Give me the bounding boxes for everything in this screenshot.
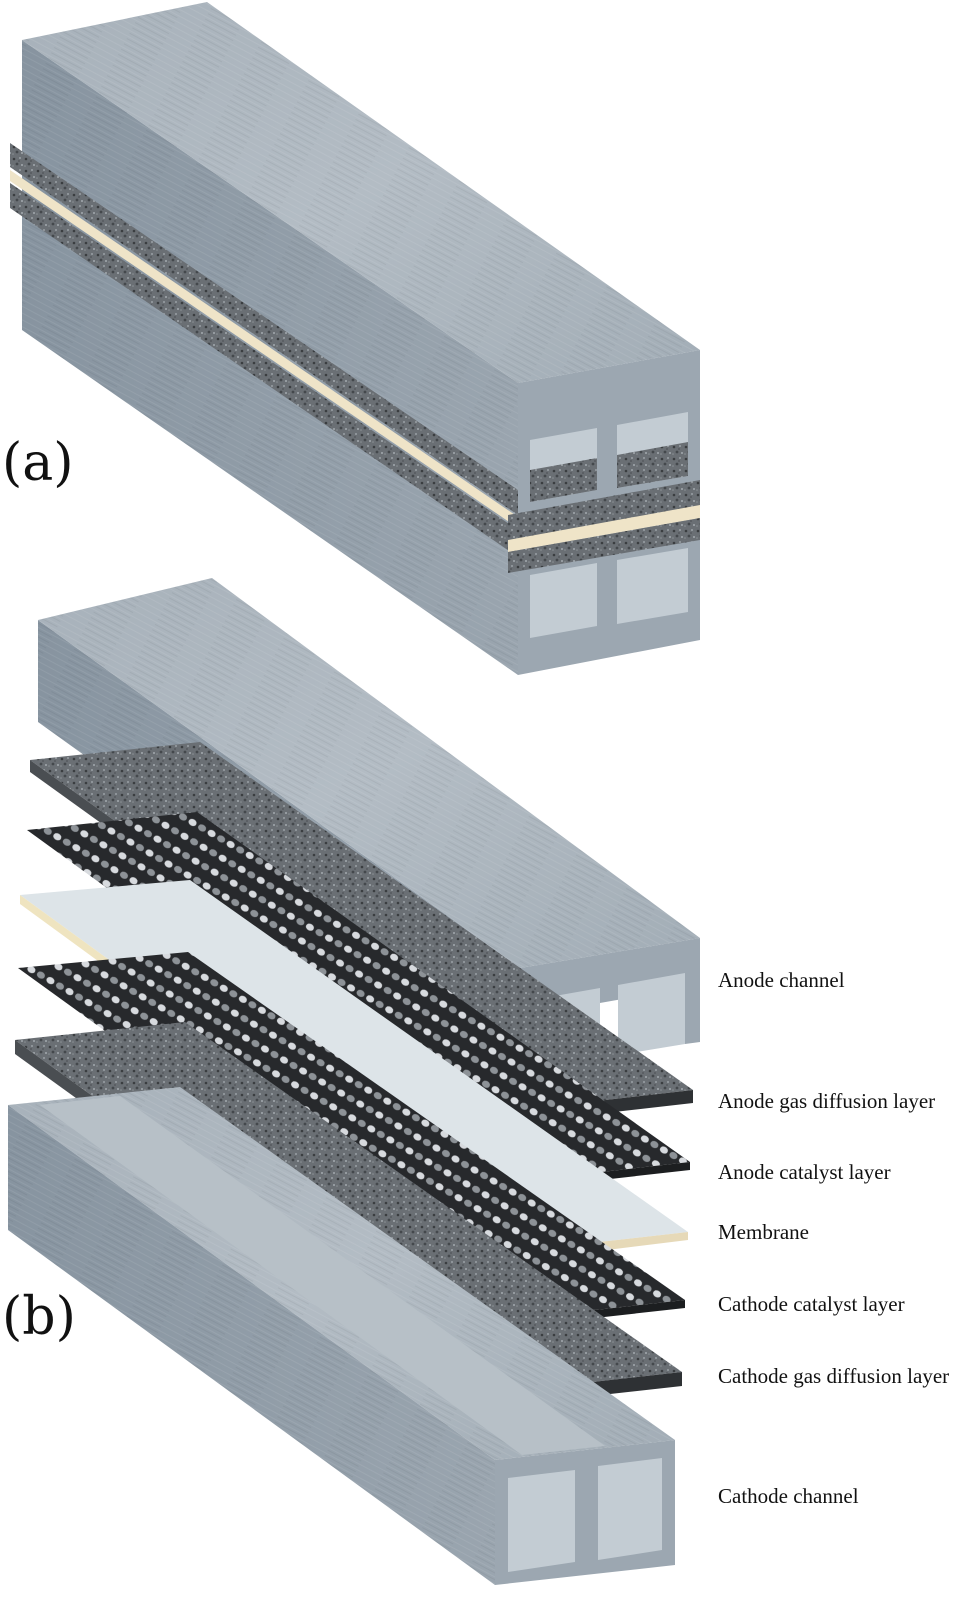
cathode-channel-part (8, 1087, 675, 1585)
label-membrane: Membrane (718, 1220, 809, 1244)
assembled-lower-channel-right (617, 548, 688, 624)
assembled-lower-channel-left (530, 563, 597, 638)
assembled-gdl-upper-stripe (10, 143, 518, 515)
panel-label-b: (b) (2, 1287, 76, 1347)
assembled-cell (10, 2, 700, 675)
panel-label-a: (a) (2, 433, 74, 493)
label-cathode-channel: Cathode channel (718, 1484, 859, 1508)
label-cathode-cl: Cathode catalyst layer (718, 1292, 905, 1316)
label-anode-gdl: Anode gas diffusion layer (718, 1089, 935, 1113)
assembled-membrane-stripe (10, 170, 518, 528)
label-anode-cl: Anode catalyst layer (718, 1160, 891, 1184)
label-anode-channel: Anode channel (718, 968, 845, 992)
assembled-gdl-lower-stripe (10, 183, 518, 557)
label-cathode-gdl: Cathode gas diffusion layer (718, 1364, 949, 1388)
